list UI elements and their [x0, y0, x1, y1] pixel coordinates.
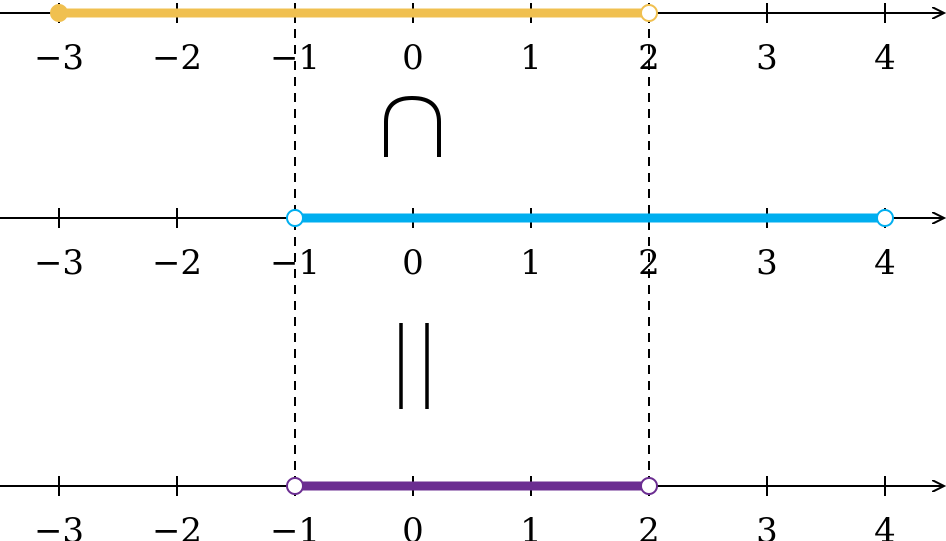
- tick-label: 3: [756, 243, 778, 283]
- tick-label: 0: [402, 243, 424, 283]
- tick-label: 2: [638, 38, 660, 78]
- tick-label: −2: [152, 243, 202, 283]
- tick-label: −2: [152, 38, 202, 78]
- tick-label: 2: [638, 243, 660, 283]
- tick-label: 4: [874, 511, 896, 541]
- tick-label: 4: [874, 243, 896, 283]
- tick-label: 3: [756, 38, 778, 78]
- tick-label: 1: [520, 38, 542, 78]
- open-endpoint-end: [876, 209, 894, 227]
- tick-label: −1: [270, 38, 320, 78]
- intersection-symbol: [384, 95, 441, 157]
- tick-label: −3: [34, 511, 84, 541]
- tick-label: 0: [402, 38, 424, 78]
- tick-label: 3: [756, 511, 778, 541]
- number-line-set-a: −3 −2 −1 0 1 2 3 4: [0, 3, 944, 78]
- equals-symbol: [399, 323, 429, 409]
- tick-label: −1: [270, 243, 320, 283]
- tick-label: −2: [152, 511, 202, 541]
- open-endpoint-start: [286, 477, 304, 495]
- tick-label: 2: [638, 511, 660, 541]
- tick-label: 4: [874, 38, 896, 78]
- number-lines-layer: −3 −2 −1 0 1 2 3 4 −3 −2 −1 0 1 2 3 4 −3 −2 −1 0 1 2 3 4: [0, 3, 944, 541]
- open-endpoint-end: [640, 4, 658, 22]
- number-line-set-b: −3 −2 −1 0 1 2 3 4: [0, 208, 944, 283]
- tick-label: −1: [270, 511, 320, 541]
- guides-layer: [294, 13, 650, 486]
- tick-label: 0: [402, 511, 424, 541]
- open-endpoint-end: [640, 477, 658, 495]
- tick-label: −3: [34, 38, 84, 78]
- open-endpoint-start: [286, 209, 304, 227]
- tick-label: 1: [520, 511, 542, 541]
- tick-label: −3: [34, 243, 84, 283]
- tick-label: 1: [520, 243, 542, 283]
- closed-endpoint-start: [50, 4, 68, 22]
- number-line-result: −3 −2 −1 0 1 2 3 4: [0, 476, 944, 541]
